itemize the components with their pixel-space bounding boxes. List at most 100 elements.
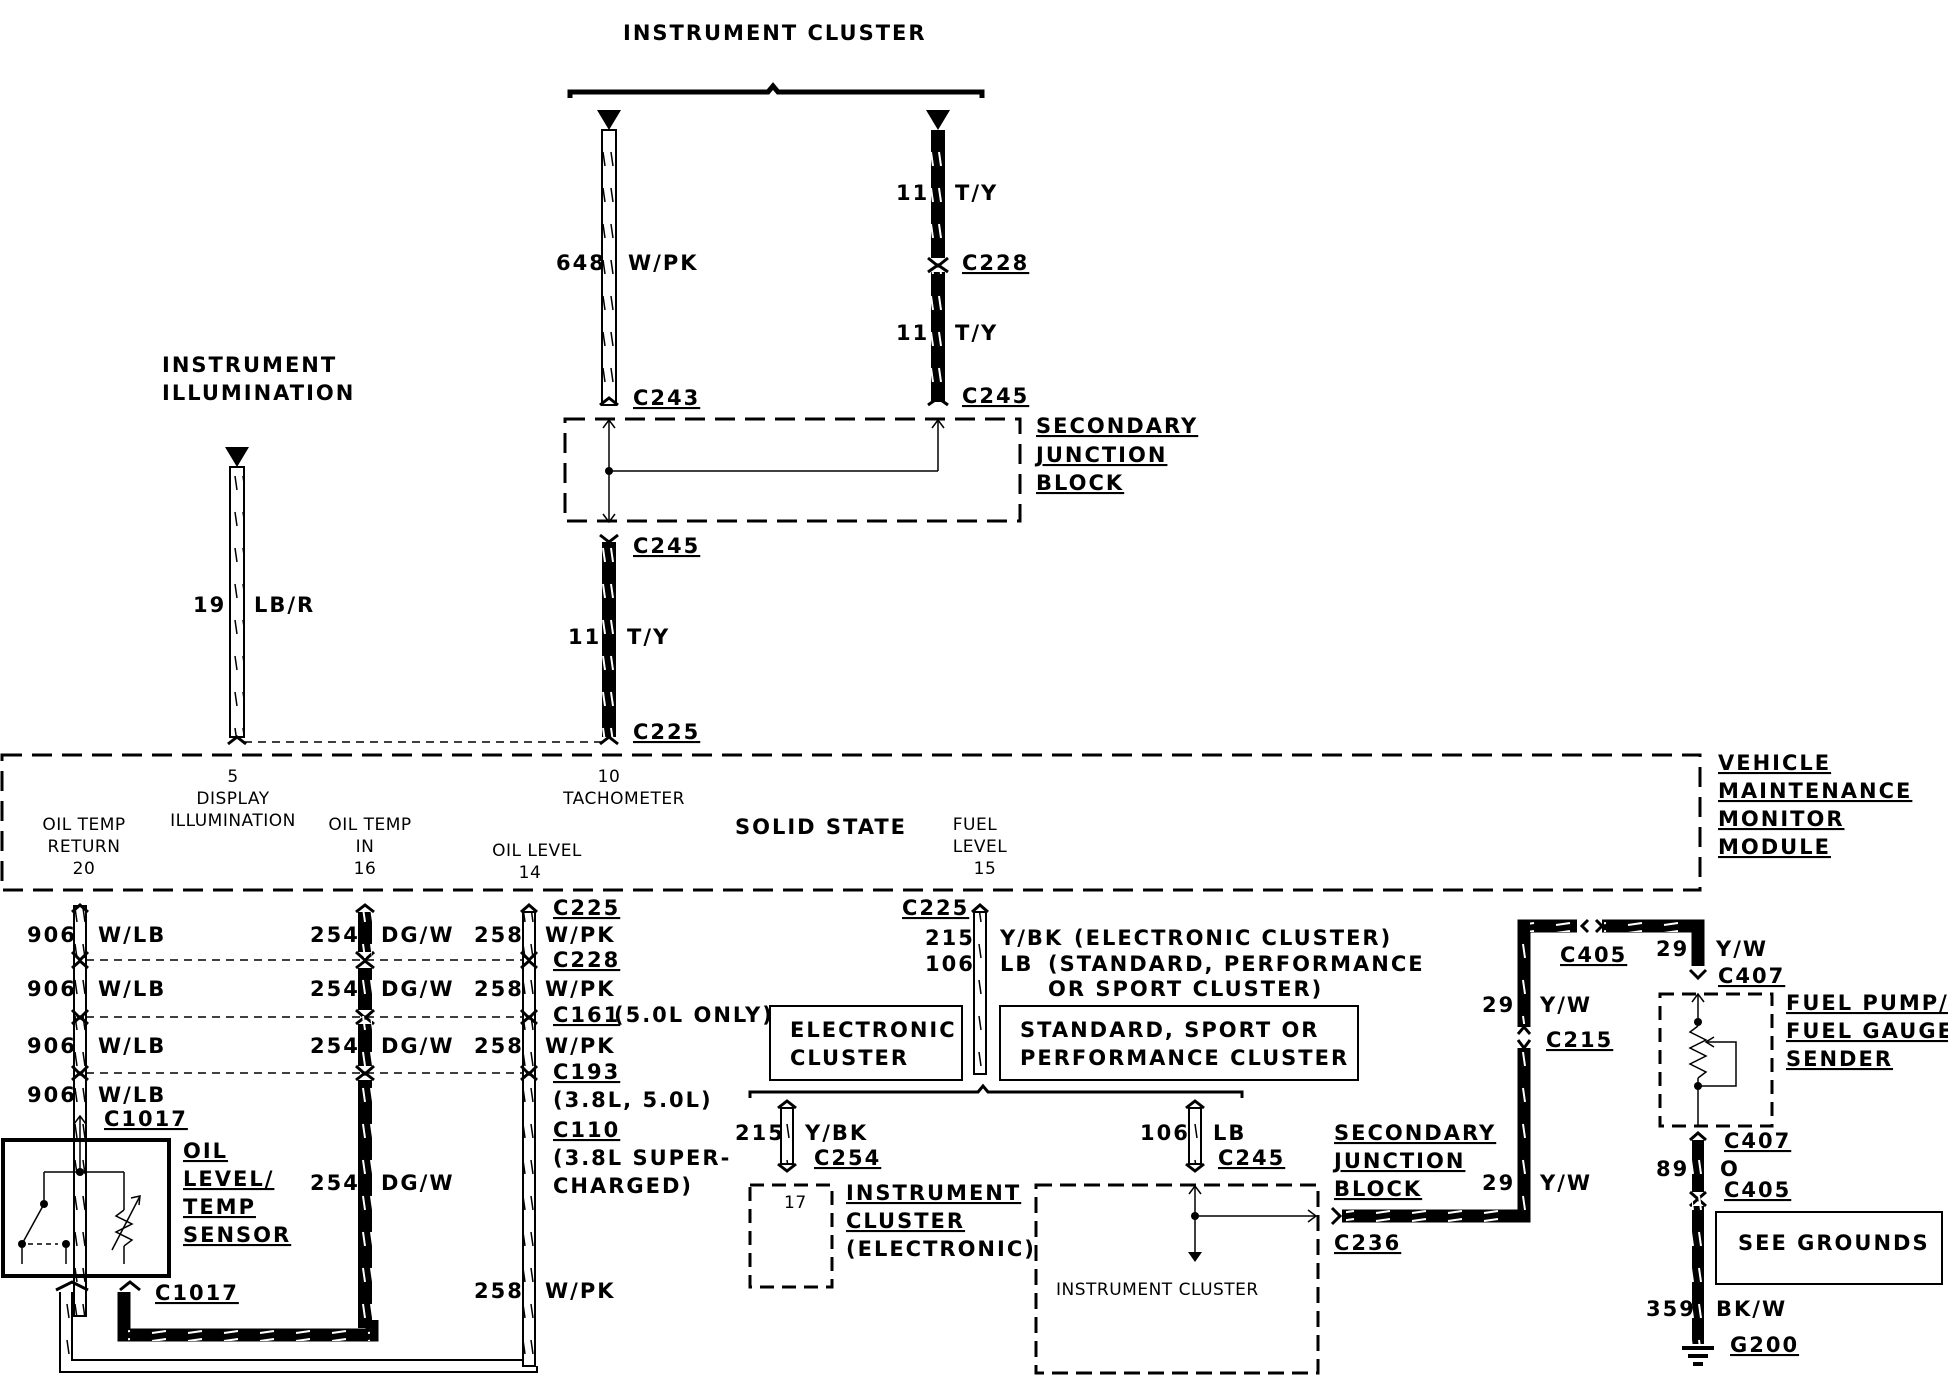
c407-label-a: C407 — [1718, 964, 1785, 988]
illum-title-2: ILLUMINATION — [162, 381, 355, 405]
c405-label-a: C405 — [1560, 943, 1627, 967]
c254-label: C254 — [814, 1146, 881, 1170]
secondary-junction-block-bottom: SECONDARY JUNCTION BLOCK C236 29 Y/W 29 … — [1330, 918, 1785, 1255]
wire-19-color: LB/R — [254, 593, 315, 617]
standard-cluster-2: PERFORMANCE CLUSTER — [1020, 1046, 1349, 1070]
c225-label-top: C225 — [633, 720, 700, 744]
sjb-bot-line3: BLOCK — [1334, 1177, 1422, 1201]
secondary-junction-block-top: SECONDARY JUNCTION BLOCK — [563, 414, 1196, 524]
c228-label-top: C228 — [962, 251, 1029, 275]
w29-num-a: 29 — [1482, 1171, 1515, 1195]
sjb-top-line2: JUNCTION — [1034, 443, 1167, 467]
w254-num-4: 254 — [310, 1171, 360, 1195]
w258-num-4: 258 — [474, 1279, 524, 1303]
w906-color-4: W/LB — [98, 1083, 166, 1107]
w258-color-2: W/PK — [545, 977, 616, 1001]
w89-num: 89 — [1656, 1157, 1689, 1181]
c110-note-2: CHARGED) — [553, 1174, 693, 1198]
c161-note: (5.0L ONLY) — [614, 1003, 774, 1027]
w258-color-3: W/PK — [545, 1034, 616, 1058]
oil-level-temp-sensor: OIL LEVEL/ TEMP SENSOR — [1, 1114, 289, 1278]
wire-11-num-c: 11 — [568, 625, 601, 649]
wire-106-branch: 106 LB C245 INSTRUMENT CLUSTER — [1034, 1099, 1320, 1375]
w29-num-b: 29 — [1482, 993, 1515, 1017]
instrument-illumination: INSTRUMENT ILLUMINATION 19 LB/R — [162, 353, 602, 746]
wire-648: 648 W/PK C243 — [556, 129, 700, 410]
w254-color-4: DG/W — [381, 1171, 455, 1195]
sensor-label-3: TEMP — [183, 1195, 256, 1219]
pin-display-1: DISPLAY — [196, 789, 269, 809]
wire-648-color: W/PK — [628, 251, 699, 275]
w258-color-1: W/PK — [545, 923, 616, 947]
w906-num-3: 906 — [27, 1034, 77, 1058]
wire-19-num: 19 — [193, 593, 226, 617]
w906-color-1: W/LB — [98, 923, 166, 947]
w359-num: 359 — [1646, 1297, 1696, 1321]
c225-label-fuel: C225 — [902, 896, 969, 920]
w906-color-3: W/LB — [98, 1034, 166, 1058]
sjb-bot-line2: JUNCTION — [1332, 1149, 1465, 1173]
c215-label: C215 — [1546, 1028, 1613, 1052]
harness-connector-labels: C225 C228 C161 (5.0L ONLY) C193 (3.8L, 5… — [553, 896, 774, 1198]
pin-oillevel-num: 14 — [519, 863, 542, 883]
w215-color-a: Y/BK — [999, 926, 1063, 950]
w906-num-2: 906 — [27, 977, 77, 1001]
sjb-top-line3: BLOCK — [1036, 471, 1124, 495]
w29-num-c: 29 — [1656, 937, 1689, 961]
w89-color: O — [1720, 1157, 1740, 1181]
fuel-pump-sender: FUEL PUMP/ FUEL GAUGE SENDER — [1658, 991, 1948, 1128]
c193-note: (3.8L, 5.0L) — [553, 1088, 713, 1112]
w254-color-2: DG/W — [381, 977, 455, 1001]
w29-color-a: Y/W — [1539, 1171, 1592, 1195]
w29-color-c: Y/W — [1715, 937, 1768, 961]
pin-fuel-2: LEVEL — [953, 837, 1008, 857]
lb-note-1: (STANDARD, PERFORMANCE — [1048, 952, 1425, 976]
w106-num-a: 106 — [925, 952, 975, 976]
c236-label: C236 — [1334, 1231, 1401, 1255]
vmm-name-2: MAINTENANCE — [1718, 779, 1912, 803]
pin-oillevel: OIL LEVEL — [492, 841, 582, 861]
pin-tach-num: 10 — [598, 767, 621, 787]
electronic-cluster-2: CLUSTER — [790, 1046, 909, 1070]
pin-display-2: ILLUMINATION — [170, 811, 296, 831]
sensor-label-1: OIL — [183, 1139, 228, 1163]
standard-cluster-1: STANDARD, SPORT OR — [1020, 1018, 1319, 1042]
w258-color-4: W/PK — [545, 1279, 616, 1303]
w258-num-1: 258 — [474, 923, 524, 947]
c243-label: C243 — [633, 386, 700, 410]
w254-num-1: 254 — [310, 923, 360, 947]
sender-label-2: FUEL GAUGE — [1786, 1019, 1948, 1043]
w254-num-2: 254 — [310, 977, 360, 1001]
wire-11-color-b: T/Y — [955, 321, 998, 345]
vmm-solid-state: SOLID STATE — [735, 815, 907, 839]
vmm-name-4: MODULE — [1718, 835, 1831, 859]
c405-label-b: C405 — [1724, 1178, 1791, 1202]
w258-num-3: 258 — [474, 1034, 524, 1058]
sjb-bot-line1: SECONDARY — [1334, 1121, 1496, 1145]
wire-11-num-a: 11 — [896, 181, 929, 205]
pin-oilin-num: 16 — [354, 859, 377, 879]
ground-circuit: C407 89 O C405 SEE GROUNDS 359 BK/W G200 — [1646, 1129, 1943, 1366]
vmm-name-1: VEHICLE — [1718, 751, 1831, 775]
sender-label-1: FUEL PUMP/ — [1786, 991, 1948, 1015]
w215-num-b: 215 — [735, 1121, 785, 1145]
w215-color-b: Y/BK — [804, 1121, 868, 1145]
pin-oilret-num: 20 — [73, 859, 96, 879]
instrument-cluster-title: INSTRUMENT CLUSTER — [623, 21, 927, 45]
pin-fuel-num: 15 — [974, 859, 997, 879]
inst-cluster-elec-2: CLUSTER — [846, 1209, 965, 1233]
harness-258: 258 W/PK 258 W/PK 258 W/PK 258 W/PK — [474, 903, 616, 1367]
instrument-cluster-top: INSTRUMENT CLUSTER — [567, 21, 985, 130]
cluster-pin-17: 17 — [784, 1193, 807, 1213]
c1017-label-b: C1017 — [155, 1281, 239, 1305]
sender-label-3: SENDER — [1786, 1047, 1893, 1071]
c110-label: C110 — [553, 1118, 620, 1142]
w29-color-b: Y/W — [1539, 993, 1592, 1017]
ybk-note: (ELECTRONIC CLUSTER) — [1074, 926, 1392, 950]
wire-11-color-c: T/Y — [627, 625, 670, 649]
w106-color-a: LB — [1000, 952, 1033, 976]
pin-oilret-2: RETURN — [48, 837, 121, 857]
sensor-bottom-wiring: C1017 — [55, 1280, 538, 1373]
w254-num-3: 254 — [310, 1034, 360, 1058]
wire-11-color-a: T/Y — [955, 181, 998, 205]
